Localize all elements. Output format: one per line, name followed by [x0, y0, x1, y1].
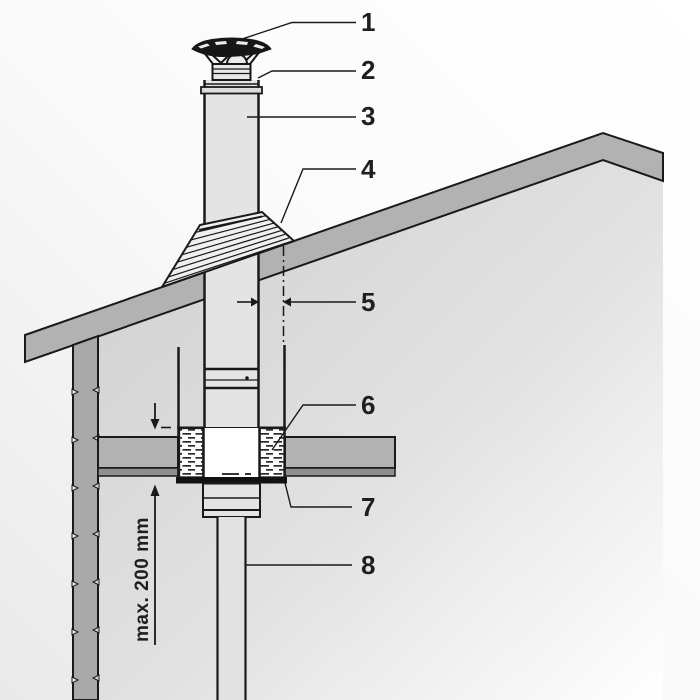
rain-cap — [191, 37, 272, 81]
insulation-left — [178, 427, 204, 478]
callout-label-8: 8 — [361, 550, 375, 580]
cap-collar — [211, 63, 252, 81]
flue-adapter — [202, 482, 261, 518]
lower-flue-pipe — [216, 517, 247, 700]
callout-label-6: 6 — [361, 390, 375, 420]
roof-slope — [24, 131, 664, 364]
callout-labels: 1 2 3 4 5 6 7 8 — [361, 7, 376, 580]
callout-label-3: 3 — [361, 101, 375, 131]
callout-leaders — [229, 21, 356, 566]
leader-1 — [229, 21, 356, 44]
arrow-up-icon — [150, 484, 160, 496]
cap-hood-slots — [198, 41, 265, 49]
leader-4 — [280, 168, 356, 224]
cap-hood-disc — [191, 37, 272, 58]
clearance-dimension — [237, 297, 356, 307]
dimension-label: max. 200 mm — [132, 517, 153, 642]
ceiling-slab-right — [284, 436, 396, 477]
left-wall — [71, 334, 100, 700]
leader-6 — [271, 404, 356, 451]
ceiling-slab-left — [97, 436, 179, 477]
leader-2 — [257, 70, 356, 79]
leader-7 — [284, 482, 352, 508]
pipe-joint-clamp — [204, 367, 259, 390]
support-plate — [176, 477, 287, 484]
callout-label-1: 1 — [361, 7, 375, 37]
callout-label-4: 4 — [361, 154, 376, 184]
arrow-left-icon — [283, 297, 291, 307]
arrow-right-icon — [251, 297, 259, 307]
insulation-right — [259, 427, 285, 478]
roof-flashing — [161, 211, 295, 288]
locking-band-top — [200, 86, 263, 95]
pipe-opening — [203, 428, 260, 477]
ceiling-firestop-box — [176, 345, 287, 484]
callout-label-2: 2 — [361, 55, 375, 85]
callout-label-7: 7 — [361, 492, 375, 522]
arrow-down-icon — [150, 419, 160, 430]
wall-joint-notches — [71, 386, 100, 684]
max-200-dimension: max. 200 mm — [132, 403, 171, 645]
callout-label-5: 5 — [361, 287, 375, 317]
